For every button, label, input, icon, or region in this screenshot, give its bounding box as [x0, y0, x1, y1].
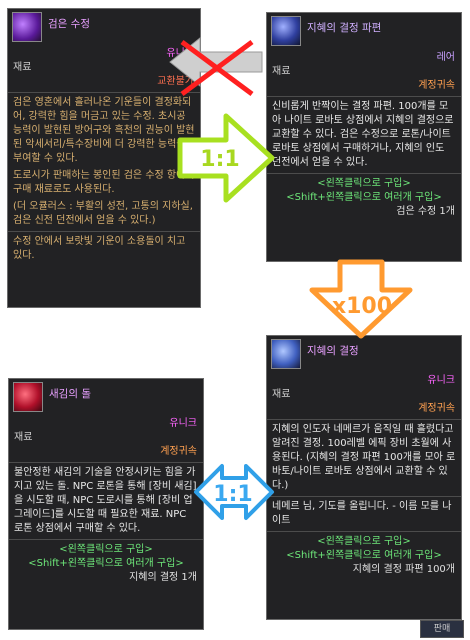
cost-label: 지혜의 결정 1개 — [129, 572, 197, 583]
trade-row: 계정귀속 — [267, 79, 461, 93]
divider — [267, 531, 461, 532]
item-description: 불안정한 새김의 기술을 안정시키는 힘을 가지고 있는 돌. NPC 로톤을 … — [14, 467, 197, 534]
rarity-row: 레어 — [267, 51, 461, 65]
wisdom-fragment-icon — [271, 16, 301, 46]
rarity-row: 유니크 — [9, 417, 203, 431]
rarity-row: 유니크 — [8, 47, 200, 61]
rarity-label: 레어 — [436, 52, 455, 63]
desc-line: 검은 영혼에서 흘러나온 기운들이 결정화되어, 강력한 힘을 머금고 있는 수… — [13, 97, 195, 164]
item-description: 신비롭게 반짝이는 결정 파편. 100개를 모아 나이트 로바토 상점에서 지… — [272, 101, 454, 168]
buy-shift-hint: <Shift+왼쪽클릭으로 여러개 구입> — [28, 558, 184, 569]
category-label: 재료 — [272, 389, 291, 400]
cost-label: 검은 수정 1개 — [396, 206, 455, 217]
divider — [267, 96, 461, 97]
category-row: 재료 — [8, 61, 200, 75]
item-title: 지혜의 결정 파편 — [307, 22, 382, 34]
tooltip-header: 새김의 돌 — [9, 379, 203, 417]
dark-crystal-icon — [12, 12, 42, 42]
divider — [267, 419, 461, 420]
trade-label: 계정귀속 — [418, 80, 455, 91]
ratio-down-label: x100 — [331, 294, 393, 319]
rarity-label: 유니크 — [166, 48, 194, 59]
tooltip-engraving-stone: 새김의 돌 유니크 재료 계정귀속 불안정한 새김의 기술을 안정시키는 힘을 … — [8, 378, 204, 630]
trade-label: 계정귀속 — [160, 446, 197, 457]
divider — [267, 496, 461, 497]
sell-button[interactable]: 판매 — [420, 620, 464, 638]
category-row: 재료 — [267, 65, 461, 79]
category-label: 재료 — [14, 432, 33, 443]
category-row: 재료 — [267, 388, 461, 402]
divider — [8, 231, 200, 232]
divider — [8, 92, 200, 93]
buy-click-hint: <왼쪽클릭으로 구입> — [317, 178, 411, 189]
flavor-quote: 네메르 님, 기도를 올립니다. - 이름 모를 나이트 — [272, 501, 452, 526]
category-label: 재료 — [13, 62, 32, 73]
rarity-label: 유니크 — [169, 418, 197, 429]
tooltip-dark-crystal: 검은 수정 유니크 재료 교환불가 검은 영혼에서 흘러나온 기운들이 결정화되… — [7, 8, 201, 308]
buy-click-hint: <왼쪽클릭으로 구입> — [317, 536, 411, 547]
buy-click-hint: <왼쪽클릭으로 구입> — [59, 544, 153, 555]
item-title: 새김의 돌 — [49, 388, 91, 400]
trade-row: 계정귀속 — [9, 445, 203, 459]
trade-label: 교환불가 — [157, 76, 194, 87]
desc-line: (더 오큘러스 : 부활의 성전, 고통의 지하실, 검은 신전 던전에서 얻을… — [13, 201, 193, 226]
item-title: 지혜의 결정 — [307, 345, 359, 357]
ratio-right-label: 1:1 — [200, 147, 240, 172]
buy-shift-hint: <Shift+왼쪽클릭으로 여러개 구입> — [286, 192, 442, 203]
category-row: 재료 — [9, 431, 203, 445]
buy-shift-hint: <Shift+왼쪽클릭으로 여러개 구입> — [286, 550, 442, 561]
tooltip-header: 지혜의 결정 — [267, 336, 461, 374]
category-label: 재료 — [272, 66, 291, 77]
tooltip-header: 검은 수정 — [8, 9, 200, 47]
divider — [9, 462, 203, 463]
flavor-text: 수정 안에서 보랏빛 기운이 소용돌이 치고 있다. — [13, 236, 186, 261]
item-description: 지혜의 인도자 네메르가 움직일 때 흘렸다고 알려진 결정. 100레벨 에픽… — [272, 424, 456, 491]
trade-row: 교환불가 — [8, 75, 200, 89]
ratio-both-label: 1:1 — [213, 482, 253, 507]
item-description: 검은 영혼에서 흘러나온 기운들이 결정화되어, 강력한 힘을 머금고 있는 수… — [8, 96, 200, 228]
rarity-row: 유니크 — [267, 374, 461, 388]
divider — [267, 173, 461, 174]
tooltip-header: 지혜의 결정 파편 — [267, 13, 461, 51]
divider — [9, 539, 203, 540]
cost-label: 지혜의 결정 파편 100개 — [352, 564, 455, 575]
item-title: 검은 수정 — [48, 18, 90, 30]
wisdom-crystal-icon — [271, 339, 301, 369]
desc-line: 도로시가 판매하는 봉인된 검은 수정 항아리 구매 재료로도 사용된다. — [13, 170, 195, 195]
engraving-stone-icon — [13, 382, 43, 412]
rarity-label: 유니크 — [427, 375, 455, 386]
tooltip-wisdom-crystal: 지혜의 결정 유니크 재료 계정귀속 지혜의 인도자 네메르가 움직일 때 흘렸… — [266, 335, 462, 620]
trade-label: 계정귀속 — [418, 403, 455, 414]
tooltip-wisdom-fragment: 지혜의 결정 파편 레어 재료 계정귀속 신비롭게 반짝이는 결정 파편. 10… — [266, 12, 462, 262]
trade-row: 계정귀속 — [267, 402, 461, 416]
